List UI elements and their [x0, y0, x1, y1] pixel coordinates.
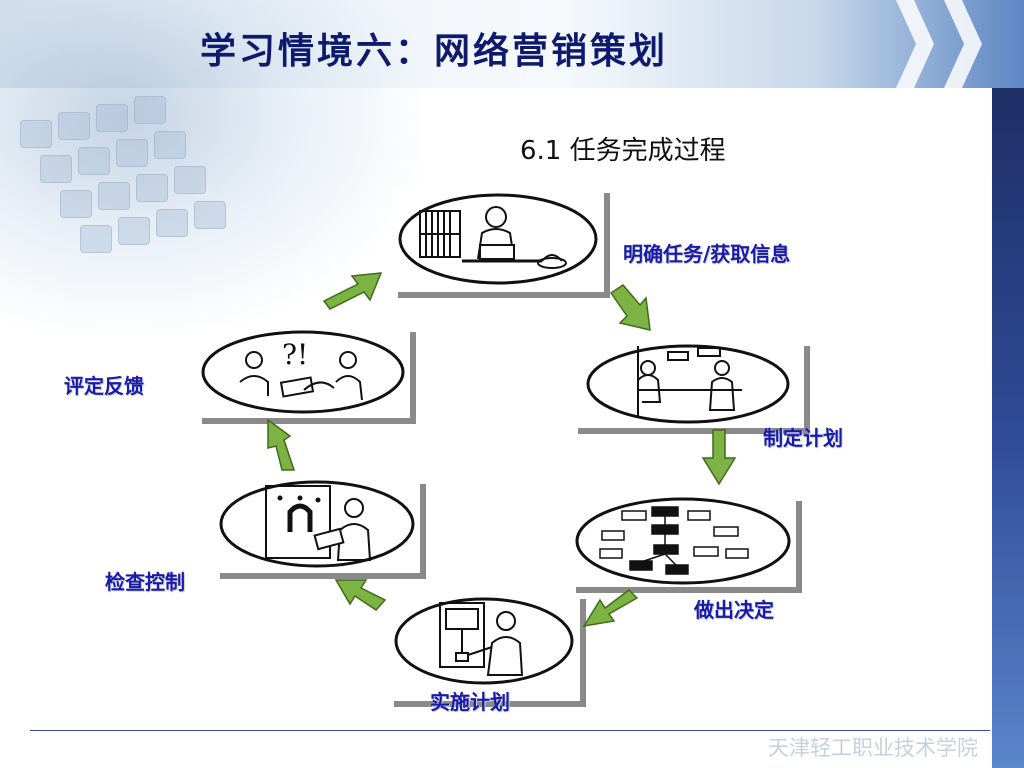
stage-panel-evaluate: ?!: [196, 326, 416, 424]
key-decoration: [40, 155, 72, 183]
stage-label-check: 检查控制: [105, 570, 185, 594]
worker-machine-icon: [394, 597, 574, 685]
key-decoration: [174, 166, 206, 194]
stage-panel-clarify-task: [392, 187, 610, 298]
whiteboard-people-icon: [586, 344, 790, 424]
stage-panel-implement: [388, 593, 586, 707]
slide-title: 学习情境六：网络营销策划: [200, 30, 669, 72]
stage-panel-check: [214, 478, 426, 579]
stage-label-make-plan: 制定计划: [763, 426, 843, 450]
footer-divider: [30, 730, 990, 731]
reading-person-icon: [398, 193, 598, 285]
arrow-evaluate-to-clarify: [322, 272, 383, 310]
keyboard-photo-decoration: [0, 0, 420, 330]
arrow-clarify-to-plan: [609, 284, 651, 331]
key-decoration: [20, 120, 52, 148]
discussion-people-icon: ?!: [201, 330, 405, 414]
arrow-implement-to-check: [334, 579, 387, 611]
key-decoration: [116, 139, 148, 167]
key-decoration: [78, 147, 110, 175]
inspector-board-icon: [219, 480, 415, 568]
arrow-check-to-evaluate: [267, 418, 296, 471]
svg-text:?!: ?!: [282, 338, 308, 371]
key-decoration: [96, 104, 128, 132]
stage-panel-decide: [570, 495, 802, 593]
key-decoration: [80, 225, 112, 253]
stage-label-decide: 做出决定: [694, 598, 774, 622]
arrow-plan-to-decide: [701, 429, 737, 486]
key-decoration: [134, 96, 166, 124]
arrow-decide-to-implement: [582, 589, 639, 628]
key-decoration: [194, 201, 226, 229]
key-decoration: [154, 131, 186, 159]
slide-subtitle: 6.1 任务完成过程: [520, 136, 726, 166]
stage-label-clarify-task: 明确任务/获取信息: [623, 242, 791, 266]
chevron-decoration: [896, 0, 934, 88]
right-rail: [992, 88, 1024, 768]
key-decoration: [136, 174, 168, 202]
key-decoration: [58, 112, 90, 140]
footer-institution: 天津轻工职业技术学院: [768, 736, 978, 760]
key-decoration: [60, 190, 92, 218]
key-decoration: [98, 182, 130, 210]
key-decoration: [118, 217, 150, 245]
stage-panel-make-plan: [572, 340, 810, 434]
stage-label-implement: 实施计划: [430, 690, 510, 714]
flowchart-board-icon: [575, 497, 791, 585]
chevron-decoration: [944, 0, 982, 88]
stage-label-evaluate: 评定反馈: [64, 374, 144, 398]
key-decoration: [156, 209, 188, 237]
